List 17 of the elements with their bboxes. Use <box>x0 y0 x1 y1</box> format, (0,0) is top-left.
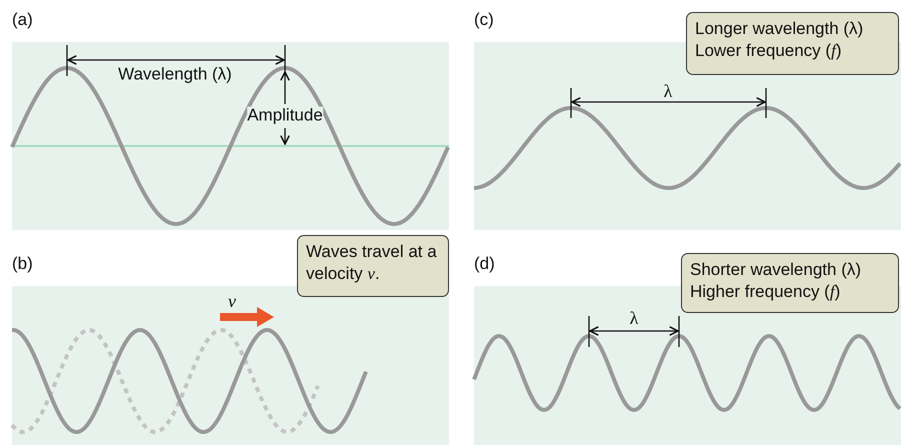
callout-box <box>686 12 899 75</box>
callout-box <box>297 235 449 297</box>
panel-label: (c) <box>474 10 494 30</box>
callout-text: Waves travel at a velocity v. <box>306 241 438 285</box>
dimension-label: Amplitude <box>247 106 323 126</box>
panel-label: (b) <box>12 254 33 274</box>
dimension-label: λ <box>630 309 638 329</box>
dimension-label: Wavelength (λ) <box>118 66 232 84</box>
velocity-label: v <box>228 292 236 312</box>
callout-text: Shorter wavelength (λ) <box>690 259 862 281</box>
panel-label: (a) <box>12 10 33 30</box>
callout-text: Longer wavelength (λ) <box>695 18 864 40</box>
dimension-label: λ <box>664 82 672 102</box>
callout-box <box>681 253 899 313</box>
callout-text: Higher frequency (f) <box>690 281 842 303</box>
callout-text: Lower frequency (f) <box>695 40 842 62</box>
panel-label: (d) <box>474 254 495 274</box>
